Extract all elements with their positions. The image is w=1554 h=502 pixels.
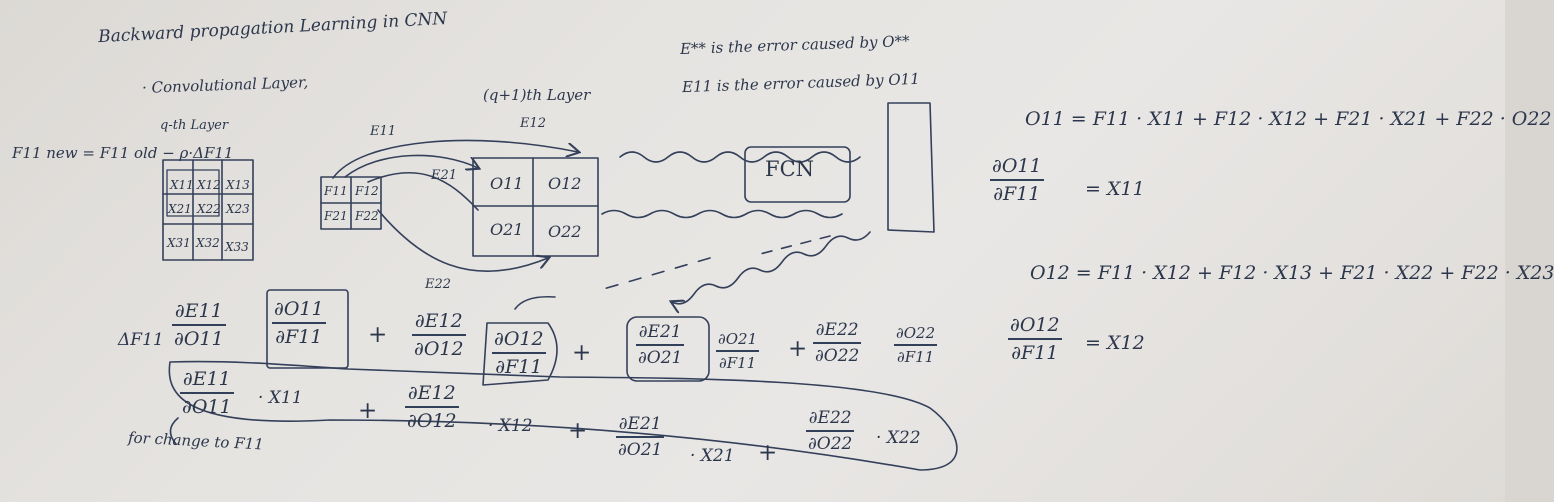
simplified-term-3-x: · X21	[690, 446, 735, 466]
plus-sign: +	[368, 322, 388, 348]
plus-sign: +	[572, 340, 592, 366]
chain-term-1-error: ∂E11∂O11	[172, 300, 226, 350]
simplified-term-1: ∂E11∂O11	[180, 368, 234, 418]
plus-sign: +	[788, 336, 808, 362]
input-cell: X11	[170, 178, 194, 192]
chain-term-2-output: ∂O12∂F11	[492, 328, 546, 378]
simplified-term-4-x: · X22	[876, 428, 921, 448]
simplified-term-2: ∂E12∂O12	[405, 382, 459, 432]
chain-term-4-output: ∂O22∂F11	[894, 324, 938, 366]
input-cell: X21	[168, 202, 192, 216]
fcn-box	[744, 146, 851, 203]
equation-o12: O12 = F11 · X12 + F12 · X13 + F21 · X22 …	[1030, 262, 1554, 284]
filter-cell: F21	[324, 209, 348, 223]
chain-term-4-error: ∂E22∂O22	[813, 320, 862, 366]
output-cell: O11	[490, 174, 524, 193]
output-cell: O22	[548, 222, 582, 241]
chain-term-3-error: ∂E21∂O21	[636, 322, 685, 368]
q-plus-1-layer-label: (q+1)th Layer	[483, 86, 591, 104]
simplified-term-1-x: · X11	[258, 388, 303, 408]
arrow-label-e11: E11	[370, 124, 397, 139]
simplified-term-3: ∂E21∂O21	[616, 414, 665, 460]
simplified-term-4: ∂E22∂O22	[806, 408, 855, 454]
chain-term-3-output: ∂O21∂F11	[716, 330, 760, 372]
plus-sign: +	[358, 398, 378, 424]
input-cell: X33	[225, 240, 249, 254]
chain-term-2-error: ∂E12∂O12	[412, 310, 466, 360]
q-th-layer-label: q-th Layer	[160, 118, 229, 133]
output-cell: O12	[548, 174, 582, 193]
filter-cell: F22	[355, 209, 379, 223]
whiteboard-strokes	[162, 102, 958, 471]
derivative-o12-result: = X12	[1085, 332, 1145, 354]
derivative-o11-result: = X11	[1085, 178, 1145, 200]
delta-f11: ΔF11	[118, 330, 164, 350]
update-rule: F11 new = F11 old − ρ·ΔF11	[12, 144, 234, 162]
input-cell: X12	[197, 178, 221, 192]
input-cell: X31	[167, 236, 191, 250]
input-cell: X22	[197, 202, 221, 216]
output-cell: O21	[490, 220, 524, 239]
input-cell: X13	[226, 178, 250, 192]
plus-sign: +	[568, 418, 588, 444]
derivative-o12: ∂O12 ∂F11	[1008, 314, 1062, 364]
arrow-label-e21: E21	[431, 168, 458, 183]
input-cell: X23	[226, 202, 250, 216]
input-grid-frame	[162, 159, 254, 261]
arrow-label-e12: E12	[520, 116, 547, 131]
output-grid-frame	[472, 157, 599, 257]
derivative-o11: ∂O11 ∂F11	[990, 155, 1044, 205]
filter-cell: F12	[355, 184, 379, 198]
simplified-term-2-x: · X12	[488, 416, 533, 436]
output-layer-bar	[887, 102, 935, 233]
arrow-label-e22: E22	[425, 277, 452, 292]
equation-o11: O11 = F11 · X11 + F12 · X12 + F21 · X21 …	[1025, 108, 1552, 130]
plus-sign: +	[758, 440, 778, 466]
input-cell: X32	[196, 236, 220, 250]
fcn-label: FCN	[765, 157, 815, 181]
chain-term-1-output: ∂O11∂F11	[272, 298, 326, 348]
filter-cell: F11	[324, 184, 348, 198]
